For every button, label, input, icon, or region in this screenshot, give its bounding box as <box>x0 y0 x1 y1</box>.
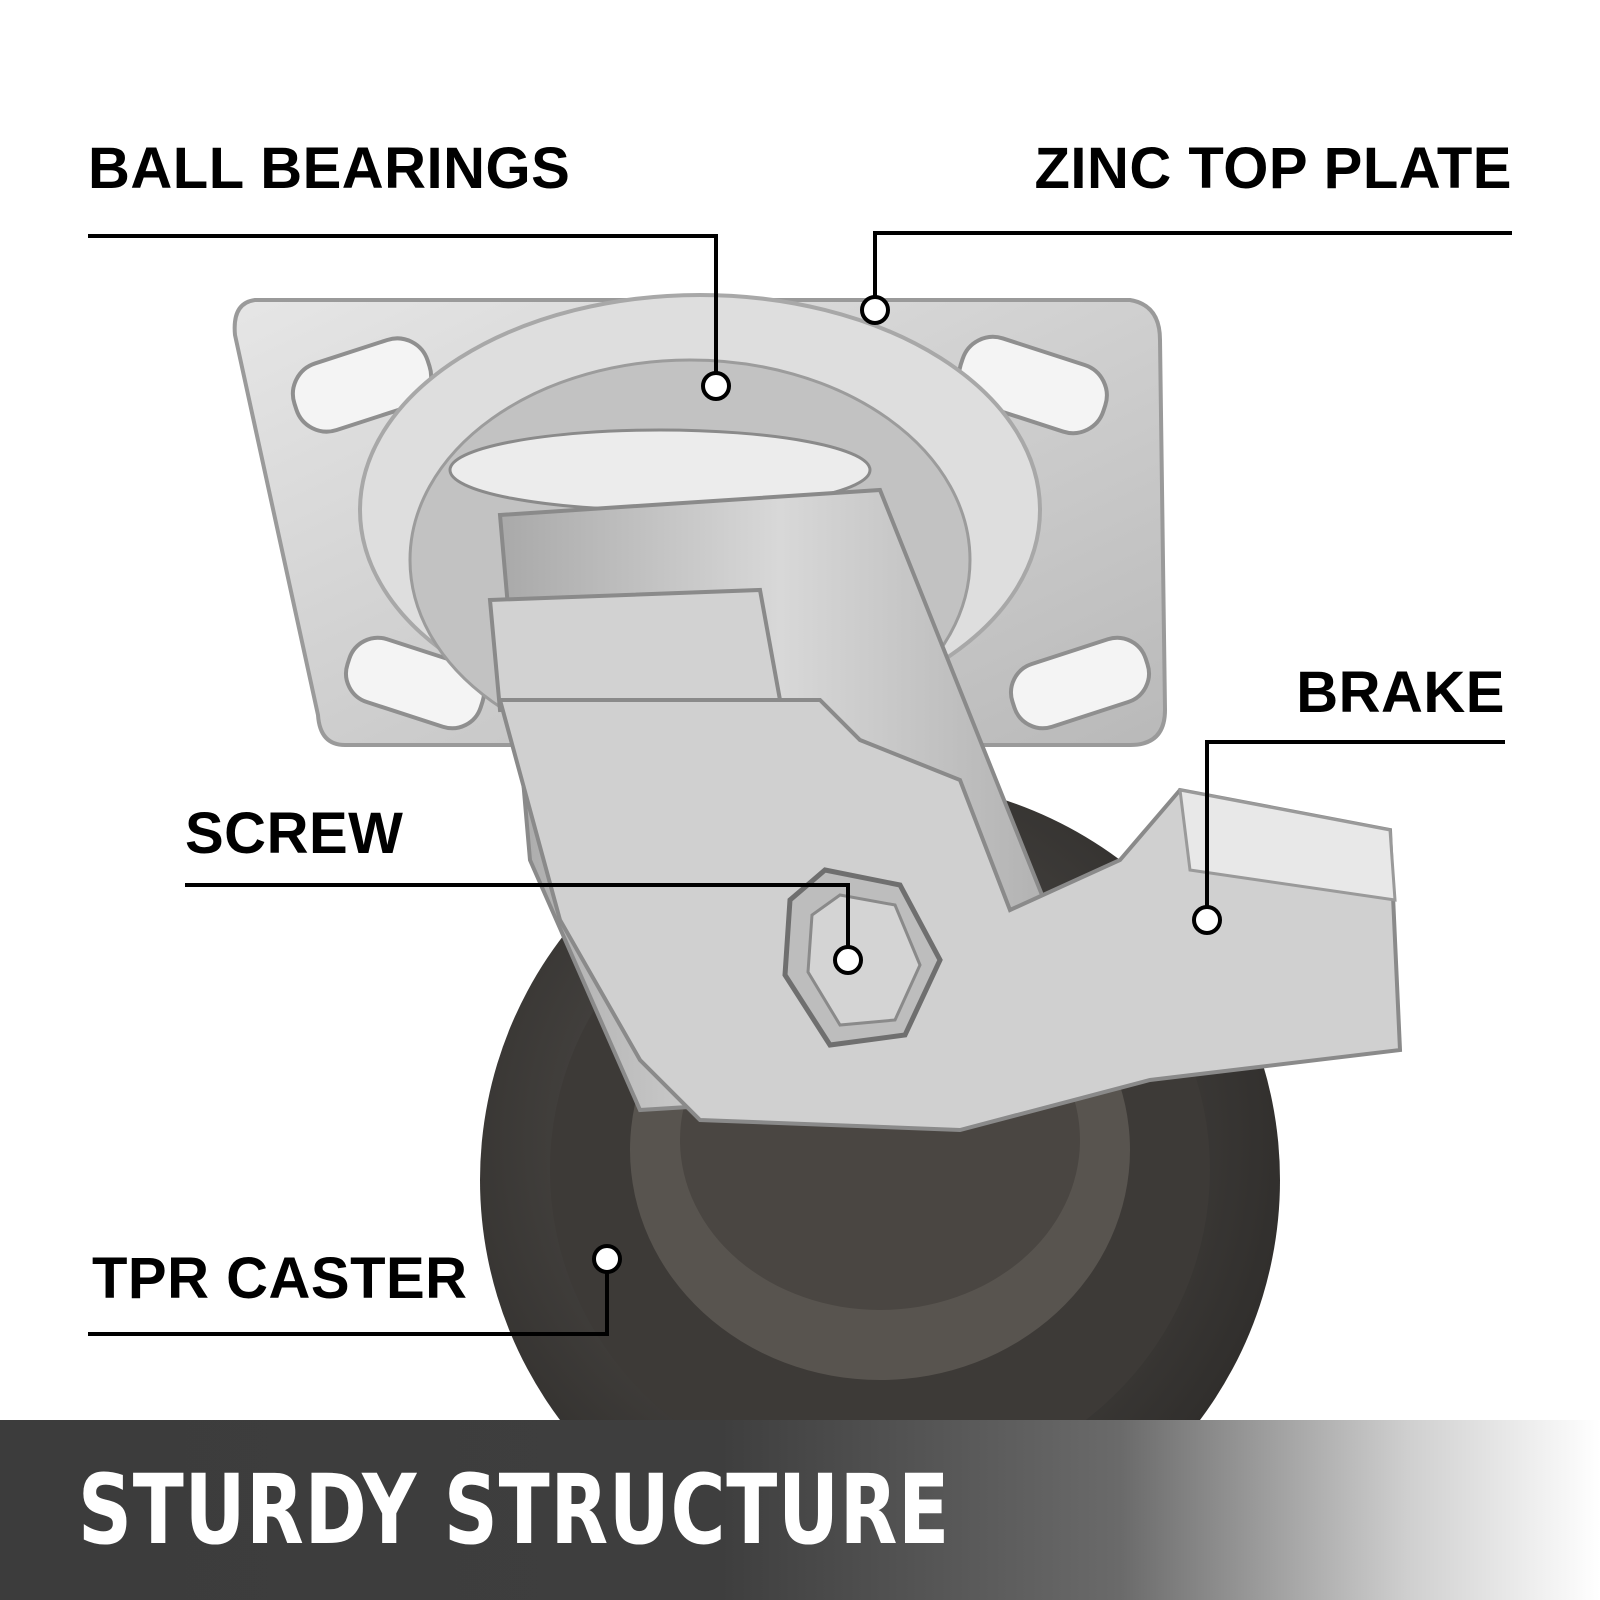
brake-label: BRAKE <box>1296 660 1505 725</box>
tpr-caster-leader <box>88 1273 609 1336</box>
tpr-caster-label: TPR CASTER <box>92 1246 468 1311</box>
ball-bearings-label: BALL BEARINGS <box>88 136 571 201</box>
banner-title: STURDY STRUCTURE <box>78 1454 951 1566</box>
screw-marker <box>833 945 863 975</box>
zinc-top-plate-leader <box>873 231 1512 296</box>
callout-markers <box>592 295 1222 1274</box>
brake-marker <box>1192 905 1222 935</box>
brake-leader <box>1205 740 1505 906</box>
bottom-banner <box>0 1420 1600 1600</box>
ball-bearings-marker <box>701 371 731 401</box>
screw-label: SCREW <box>185 801 404 866</box>
callout-lines <box>88 231 1512 1336</box>
ball-bearings-leader <box>88 234 718 372</box>
screw-leader <box>185 883 850 946</box>
zinc-top-plate-label: ZINC TOP PLATE <box>1034 136 1512 201</box>
zinc-top-plate-marker <box>860 295 890 325</box>
brake-lever <box>497 698 1403 1133</box>
tpr-caster-marker <box>592 1244 622 1274</box>
